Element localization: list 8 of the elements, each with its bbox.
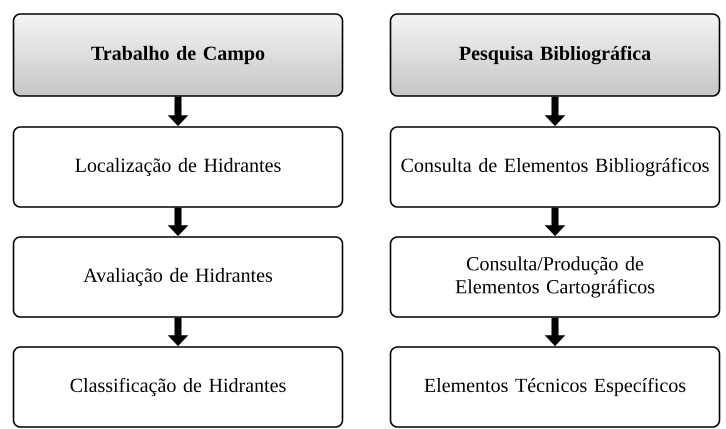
process-box: Localização de Hidrantes (12, 126, 344, 208)
process-box: Consulta/Produção de Elementos Cartográficos (390, 236, 720, 318)
process-box: Elementos Técnicos Específicos (390, 346, 720, 428)
heading-box: Trabalho de Campo (12, 13, 344, 97)
process-box: Classificação de Hidrantes (12, 346, 344, 428)
heading-box: Pesquisa Bibliográfica (390, 13, 720, 97)
process-box: Consulta de Elementos Bibliográficos (390, 126, 720, 208)
process-box: Avaliação de Hidrantes (12, 236, 344, 318)
